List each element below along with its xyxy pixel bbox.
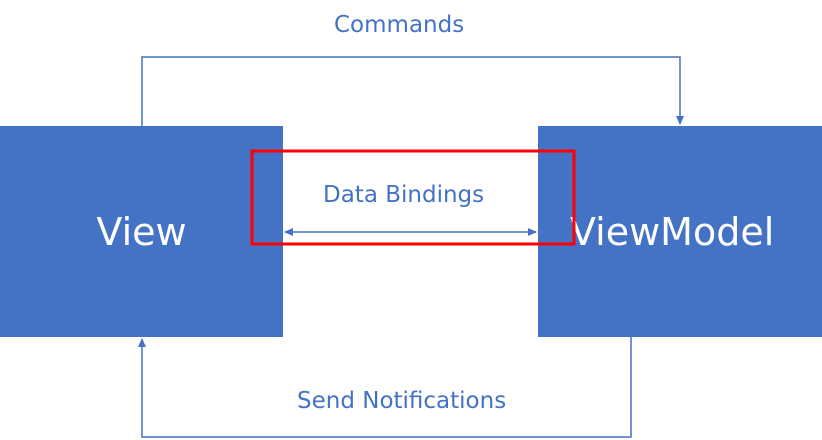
notifications-connector bbox=[138, 337, 632, 438]
view-box-label: View bbox=[96, 209, 187, 254]
data-bindings-label: Data Bindings bbox=[323, 182, 485, 208]
viewmodel-box: ViewModel bbox=[538, 126, 822, 337]
view-box: View bbox=[0, 126, 283, 337]
commands-label: Commands bbox=[334, 12, 465, 38]
commands-connector bbox=[141, 56, 684, 126]
viewmodel-box-label: ViewModel bbox=[570, 209, 775, 254]
highlight-rectangle bbox=[250, 149, 576, 246]
send-notifications-label: Send Notifications bbox=[297, 388, 507, 414]
